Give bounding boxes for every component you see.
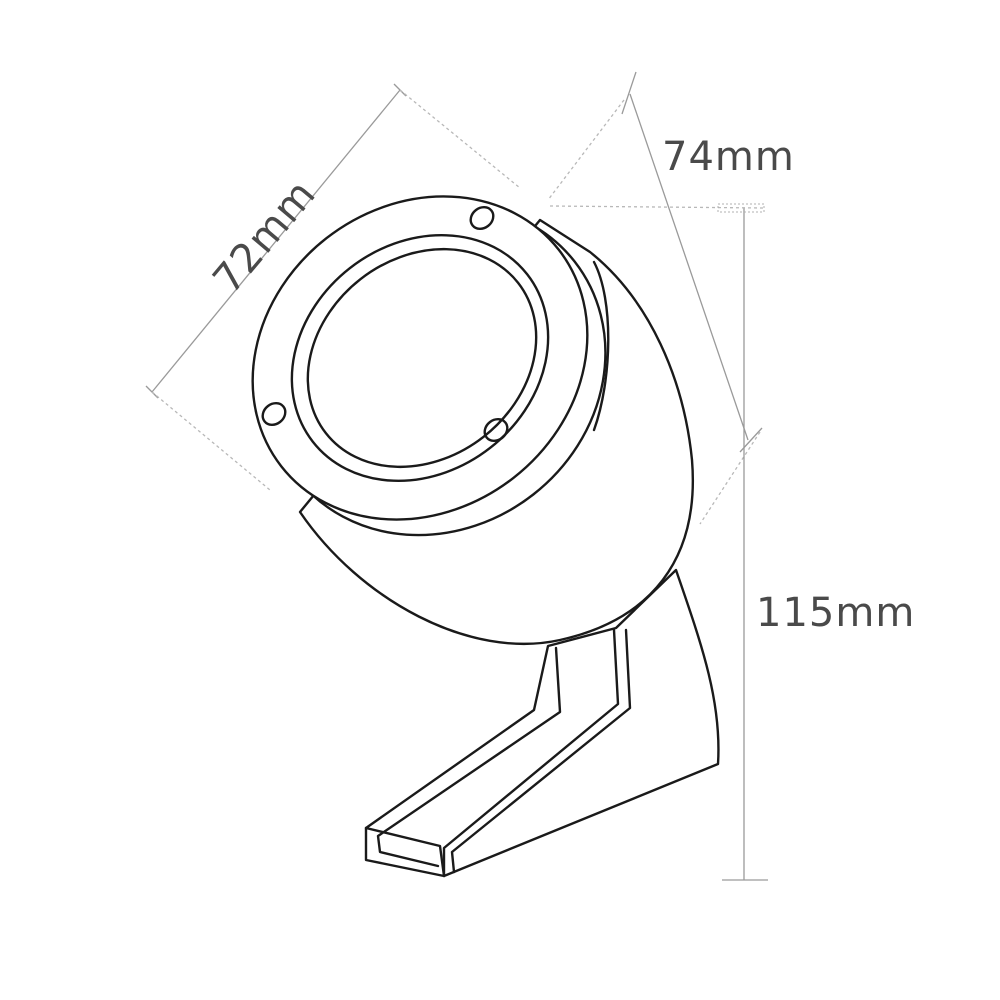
extension-line-upper — [399, 89, 521, 189]
lens-edge — [306, 247, 538, 469]
screw-right-icon — [483, 417, 509, 443]
stake-channel-right — [442, 628, 620, 878]
mounting-stake — [364, 568, 720, 878]
screw-top-icon — [469, 205, 495, 231]
dimension-tick-top — [621, 71, 637, 115]
front-bezel — [251, 195, 607, 537]
dimension-line-74mm — [629, 93, 749, 441]
extension-line-top — [547, 99, 625, 201]
label-74mm: 74mm — [662, 134, 795, 180]
dimension-tick-bottom — [739, 427, 763, 453]
stake-channel-right-inner — [450, 628, 632, 874]
extension-line-bottom — [699, 431, 761, 525]
label-115mm: 115mm — [756, 590, 915, 636]
bezel-outer-rim — [251, 195, 589, 521]
dimension-top-marker — [717, 203, 765, 213]
bezel-inner-rim — [290, 233, 550, 483]
screw-left-icon — [261, 401, 287, 427]
extension-line-top-edge — [549, 205, 765, 209]
dimension-line-72mm — [151, 89, 401, 393]
housing-side-edge — [592, 260, 610, 432]
dimension-74mm: 74mm — [547, 71, 795, 525]
stake-inner-edge — [376, 646, 562, 868]
extension-line-lower — [151, 391, 271, 491]
dimension-115mm: 115mm — [549, 203, 915, 881]
stake-base-lip — [364, 826, 446, 878]
